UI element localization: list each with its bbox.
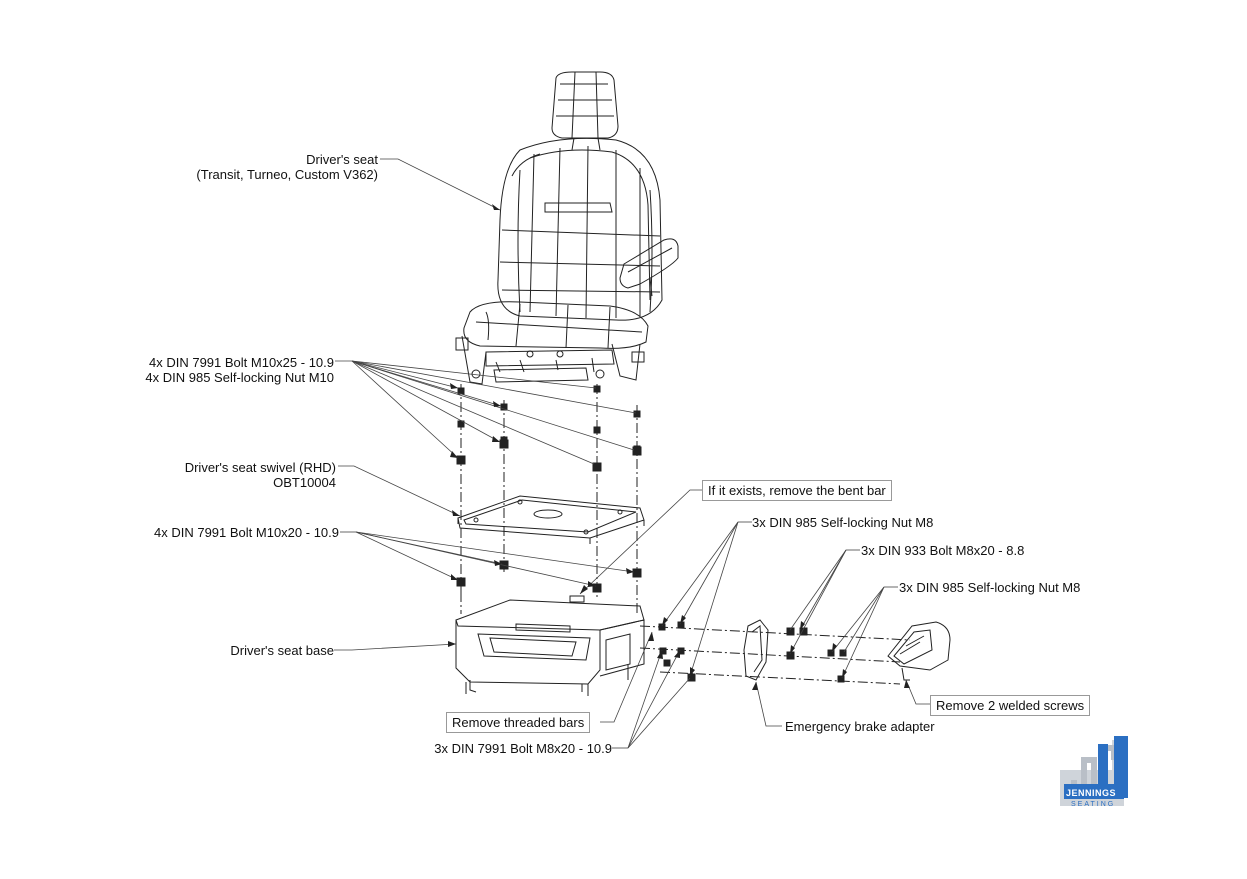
alignment-lines <box>460 384 911 685</box>
swivel-part-number: OBT10004 <box>273 475 336 490</box>
upper-bolts-label: 4x DIN 7991 Bolt M10x25 - 10.9 4x DIN 98… <box>145 355 334 385</box>
arrowheads <box>448 204 910 690</box>
drivers-seat-label-line1: Driver's seat <box>306 152 378 167</box>
emergency-brake-label: Emergency brake adapter <box>785 719 935 734</box>
emergency-brake-adapter-drawing <box>743 619 769 681</box>
leader-lines <box>334 158 930 749</box>
swivel-label: Driver's seat swivel (RHD) OBT10004 <box>185 460 336 490</box>
seat-swivel-drawing <box>457 495 645 544</box>
bolt-m8x20-933-label: 3x DIN 933 Bolt M8x20 - 8.8 <box>861 543 1025 558</box>
right-hardware <box>658 621 847 683</box>
upper-bolts-nuts <box>456 385 642 472</box>
drivers-seat-label: Driver's seat (Transit, Turneo, Custom V… <box>196 152 378 182</box>
nut-m10-label: 4x DIN 985 Self-locking Nut M10 <box>145 370 334 385</box>
seat-base-drawing <box>455 595 645 696</box>
seat-base-label: Driver's seat base <box>230 643 334 658</box>
drivers-seat-label-line2: (Transit, Turneo, Custom V362) <box>196 167 378 182</box>
bolt-m8x20-7991-label: 3x DIN 7991 Bolt M8x20 - 10.9 <box>434 741 612 756</box>
drivers-seat-drawing <box>455 71 679 385</box>
jennings-logo <box>1060 736 1128 806</box>
welded-screws-note: Remove 2 welded screws <box>930 695 1091 716</box>
bolt-m10x25-label: 4x DIN 7991 Bolt M10x25 - 10.9 <box>149 355 334 370</box>
nut-m8-label-a: 3x DIN 985 Self-locking Nut M8 <box>752 515 934 530</box>
logo-subtitle: SEATING <box>1071 801 1116 808</box>
logo-name: JENNINGS <box>1066 788 1117 798</box>
nut-m8-label-b: 3x DIN 985 Self-locking Nut M8 <box>899 580 1081 595</box>
bolt-m10x20-label: 4x DIN 7991 Bolt M10x20 - 10.9 <box>154 525 339 540</box>
swivel-label-line1: Driver's seat swivel (RHD) <box>184 460 336 475</box>
brake-handle-drawing <box>887 621 951 681</box>
threaded-bars-note: Remove threaded bars <box>446 712 591 733</box>
lower-bolts <box>456 560 642 593</box>
bent-bar-note: If it exists, remove the bent bar <box>702 480 892 501</box>
